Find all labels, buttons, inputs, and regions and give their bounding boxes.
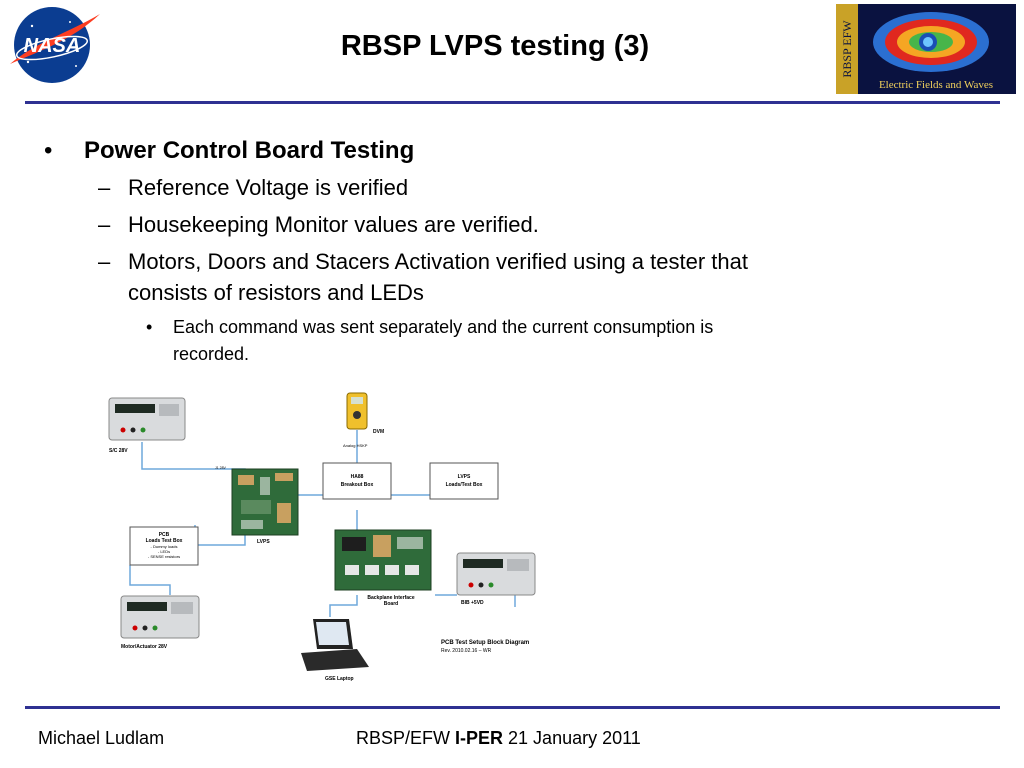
bullet-list: •Power Control Board Testing –Reference …: [40, 136, 890, 368]
svg-text:Electric Fields and Waves: Electric Fields and Waves: [879, 79, 993, 91]
bullet-item: •Power Control Board Testing: [44, 137, 415, 164]
lvps-board: [231, 468, 299, 536]
efw-logo: RBSP EFW Electric Fields and Waves: [836, 4, 1016, 94]
lvps-label: LVPS: [257, 539, 270, 545]
nasa-logo: NASA: [6, 4, 102, 86]
page-title: RBSP LVPS testing (3): [340, 30, 650, 62]
footer-rule: [25, 706, 1000, 709]
svg-text:RBSP EFW: RBSP EFW: [840, 20, 854, 78]
sub-bullet-text: Reference Voltage is verified: [128, 175, 409, 200]
svg-text:- Dummy loads: - Dummy loads: [151, 544, 178, 549]
svg-text:- SENSE resistors: - SENSE resistors: [148, 554, 180, 559]
lvps-loads-box: LVPS Loads/Test Box: [429, 462, 499, 500]
footer-prefix: RBSP/EFW: [356, 728, 456, 748]
breakout-box: HA88 Breakout Box: [322, 462, 392, 500]
footer-author: Michael Ludlam: [38, 728, 165, 748]
motor-label: Motor/Actuator 28V: [121, 644, 168, 650]
subsub-bullet-item: •Each command was sent separately and th…: [146, 317, 714, 364]
svg-text:LVPS: LVPS: [458, 474, 471, 480]
sub-bullet-item: –Reference Voltage is verified: [98, 175, 409, 200]
pcb-loads-box: PCB Loads Test Box - Dummy loads - LEDs …: [129, 526, 199, 566]
header-rule: [25, 101, 1000, 104]
sub-bullet-text: Housekeeping Monitor values are verified…: [128, 212, 539, 237]
block-diagram-rev: Rev. 2010.02.16 – WR: [441, 648, 492, 654]
sub-bullet-text-cont: consists of resistors and LEDs: [128, 280, 424, 305]
backplane-label-2: Board: [384, 601, 398, 607]
svg-text:NASA: NASA: [24, 35, 81, 57]
svg-text:HA88: HA88: [351, 474, 364, 480]
sc-label: S/C 28V: [109, 448, 128, 454]
svg-text:Breakout Box: Breakout Box: [341, 482, 374, 488]
sub-bullet-item: –Housekeeping Monitor values are verifie…: [98, 212, 539, 237]
bullet-text: Power Control Board Testing: [84, 137, 415, 164]
svg-text:- LEDs: - LEDs: [158, 549, 170, 554]
laptop-icon: [301, 619, 369, 671]
sub-bullet-text: Motors, Doors and Stacers Activation ver…: [128, 249, 748, 274]
j1-label: J1 28V: [215, 466, 227, 470]
footer-center: RBSP/EFW I-PER 21 January 2011: [356, 728, 641, 749]
subsub-bullet-text: Each command was sent separately and the…: [173, 317, 714, 337]
dvm-meter: [346, 392, 368, 430]
sub-bullet-item: –Motors, Doors and Stacers Activation ve…: [98, 249, 748, 305]
backplane-label-1: Backplane Interface: [367, 595, 414, 601]
svg-text:Loads Test Box: Loads Test Box: [146, 538, 183, 544]
sc-power-supply: [108, 397, 186, 441]
footer-suffix: 21 January 2011: [503, 728, 641, 748]
svg-text:Loads/Test Box: Loads/Test Box: [446, 482, 483, 488]
footer-bold: I-PER: [455, 728, 504, 748]
backplane-board: [334, 529, 432, 591]
dvm-label: DVM: [373, 429, 384, 435]
bib-label: BIB +5VD: [461, 600, 484, 606]
block-diagram: S/C 28V DVM Analog HSKP J1 28V LVPS HA88…: [95, 385, 565, 685]
bib-power-supply: [456, 552, 536, 596]
laptop-label: GSE Laptop: [325, 676, 354, 682]
block-diagram-title: PCB Test Setup Block Diagram: [441, 640, 529, 646]
subsub-bullet-text-cont: recorded.: [173, 344, 250, 364]
motor-power-supply: [120, 595, 200, 639]
dvm-sub-label: Analog HSKP: [343, 443, 368, 448]
svg-text:PCB: PCB: [159, 532, 170, 538]
